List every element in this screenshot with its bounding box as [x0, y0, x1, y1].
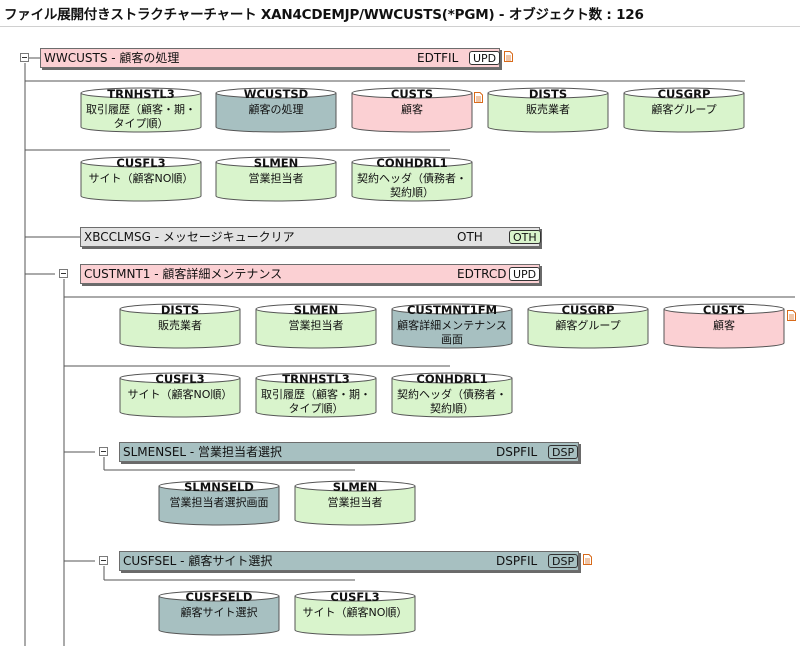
file-description: 顧客グループ	[651, 103, 717, 116]
program-node-xbcclmsg[interactable]: XBCCLMSG - メッセージキュークリア OTH OTH	[80, 227, 541, 247]
file-name: CUSGRP	[561, 303, 615, 317]
file-node-trnhstl3[interactable]: TRNHSTL3 取引履歴（顧客・期・タイプ順）	[80, 87, 202, 133]
file-description: 取引履歴（顧客・期・タイプ順）	[86, 103, 196, 130]
program-node-slmensel[interactable]: SLMENSEL - 営業担当者選択 DSPFIL DSP	[119, 442, 579, 462]
slmensel-collapse-toggle[interactable]	[99, 447, 108, 456]
access-tag: DSP	[548, 554, 579, 568]
file-name: CUSFL3	[155, 372, 205, 386]
file-description: サイト（顧客NO順）	[302, 606, 408, 619]
program-label: CUSFSEL - 顧客サイト選択	[123, 554, 273, 568]
file-description: 顧客の処理	[248, 103, 304, 116]
file-description: 顧客サイト選択	[180, 606, 258, 619]
document-icon	[583, 554, 592, 565]
file-node-slmen[interactable]: SLMEN 営業担当者	[215, 156, 337, 202]
access-tag: UPD	[509, 267, 541, 281]
document-icon	[474, 92, 483, 103]
file-node-cusfl3[interactable]: CUSFL3 サイト（顧客NO順）	[80, 156, 202, 202]
file-name: SLMEN	[332, 480, 378, 494]
file-node-cusgrp[interactable]: CUSGRP 顧客グループ	[527, 303, 649, 349]
program-type: DSPFIL	[496, 445, 538, 459]
file-node-custmnt1fm[interactable]: CUSTMNT1FM 顧客詳細メンテナンス画面	[391, 303, 513, 349]
program-label: XBCCLMSG - メッセージキュークリア	[84, 230, 295, 244]
file-name: SLMNSELD	[184, 480, 254, 494]
file-name: CUSGRP	[657, 87, 711, 101]
file-description: 営業担当者	[327, 496, 383, 509]
file-name: CUSFL3	[116, 156, 166, 170]
file-node-custs[interactable]: CUSTS 顧客	[663, 303, 785, 349]
access-tag: DSP	[548, 445, 579, 459]
file-description: 契約ヘッダ（債務者・契約順）	[397, 388, 507, 415]
title-divider	[0, 26, 800, 27]
file-node-slmen[interactable]: SLMEN 営業担当者	[294, 480, 416, 526]
file-name: DISTS	[528, 87, 568, 101]
file-name: SLMEN	[253, 156, 299, 170]
file-name: TRNHSTL3	[107, 87, 175, 101]
file-node-slmen[interactable]: SLMEN 営業担当者	[255, 303, 377, 349]
file-description: 販売業者	[526, 103, 570, 116]
file-description: 契約ヘッダ（債務者・契約順）	[357, 172, 467, 199]
file-name: DISTS	[160, 303, 200, 317]
file-description: 営業担当者	[288, 319, 344, 332]
file-node-conhdrl1[interactable]: CONHDRL1 契約ヘッダ（債務者・契約順）	[351, 156, 473, 202]
file-node-wcustsd[interactable]: WCUSTSD 顧客の処理	[215, 87, 337, 133]
file-description: 顧客詳細メンテナンス画面	[397, 319, 507, 346]
file-name: CUSTS	[390, 87, 434, 101]
file-name: SLMEN	[293, 303, 339, 317]
root-collapse-toggle[interactable]	[20, 53, 29, 62]
program-label: CUSTMNT1 - 顧客詳細メンテナンス	[84, 267, 283, 281]
program-label: SLMENSEL - 営業担当者選択	[123, 445, 283, 459]
file-node-slmnseld[interactable]: SLMNSELD 営業担当者選択画面	[158, 480, 280, 526]
program-node-custmnt1[interactable]: CUSTMNT1 - 顧客詳細メンテナンス EDTRCD UPD	[80, 264, 541, 284]
file-name: CUSFSELD	[185, 590, 253, 604]
custmnt1-collapse-toggle[interactable]	[59, 269, 68, 278]
file-node-dists[interactable]: DISTS 販売業者	[119, 303, 241, 349]
file-name: CUSTMNT1FM	[406, 303, 498, 317]
file-node-custs[interactable]: CUSTS 顧客	[351, 87, 473, 133]
document-icon	[787, 310, 796, 321]
file-name: CUSTS	[702, 303, 746, 317]
file-description: 営業担当者	[248, 172, 304, 185]
file-description: 営業担当者選択画面	[169, 496, 269, 509]
file-name: TRNHSTL3	[282, 372, 350, 386]
file-description: 顧客	[713, 319, 735, 332]
file-description: サイト（顧客NO順）	[88, 172, 194, 185]
program-label: WWCUSTS - 顧客の処理	[44, 51, 180, 65]
file-description: 顧客	[401, 103, 423, 116]
file-description: 顧客グループ	[555, 319, 621, 332]
chart-title: ファイル展開付きストラクチャーチャート XAN4CDEMJP/WWCUSTS(*…	[4, 7, 644, 23]
access-tag: UPD	[469, 51, 501, 65]
file-node-trnhstl3[interactable]: TRNHSTL3 取引履歴（顧客・期・タイプ順）	[255, 372, 377, 418]
program-type: EDTRCD	[457, 267, 507, 281]
file-node-cusfl3[interactable]: CUSFL3 サイト（顧客NO順）	[119, 372, 241, 418]
file-node-cusfseld[interactable]: CUSFSELD 顧客サイト選択	[158, 590, 280, 636]
program-type: DSPFIL	[496, 554, 538, 568]
file-node-cusgrp[interactable]: CUSGRP 顧客グループ	[623, 87, 745, 133]
file-node-conhdrl1[interactable]: CONHDRL1 契約ヘッダ（債務者・契約順）	[391, 372, 513, 418]
program-node-wwcusts[interactable]: WWCUSTS - 顧客の処理 EDTFIL UPD	[40, 48, 501, 68]
file-name: CONHDRL1	[416, 372, 488, 386]
file-name: WCUSTSD	[243, 87, 309, 101]
file-description: 販売業者	[158, 319, 202, 332]
file-name: CUSFL3	[330, 590, 380, 604]
file-node-cusfl3[interactable]: CUSFL3 サイト（顧客NO順）	[294, 590, 416, 636]
file-description: 取引履歴（顧客・期・タイプ順）	[261, 388, 371, 415]
program-node-cusfsel[interactable]: CUSFSEL - 顧客サイト選択 DSPFIL DSP	[119, 551, 579, 571]
file-description: サイト（顧客NO順）	[127, 388, 233, 401]
access-tag: OTH	[509, 230, 541, 244]
file-node-dists[interactable]: DISTS 販売業者	[487, 87, 609, 133]
cusfsel-collapse-toggle[interactable]	[99, 556, 108, 565]
file-name: CONHDRL1	[376, 156, 448, 170]
program-type: OTH	[457, 230, 483, 244]
program-type: EDTFIL	[417, 51, 459, 65]
document-icon	[504, 51, 513, 62]
